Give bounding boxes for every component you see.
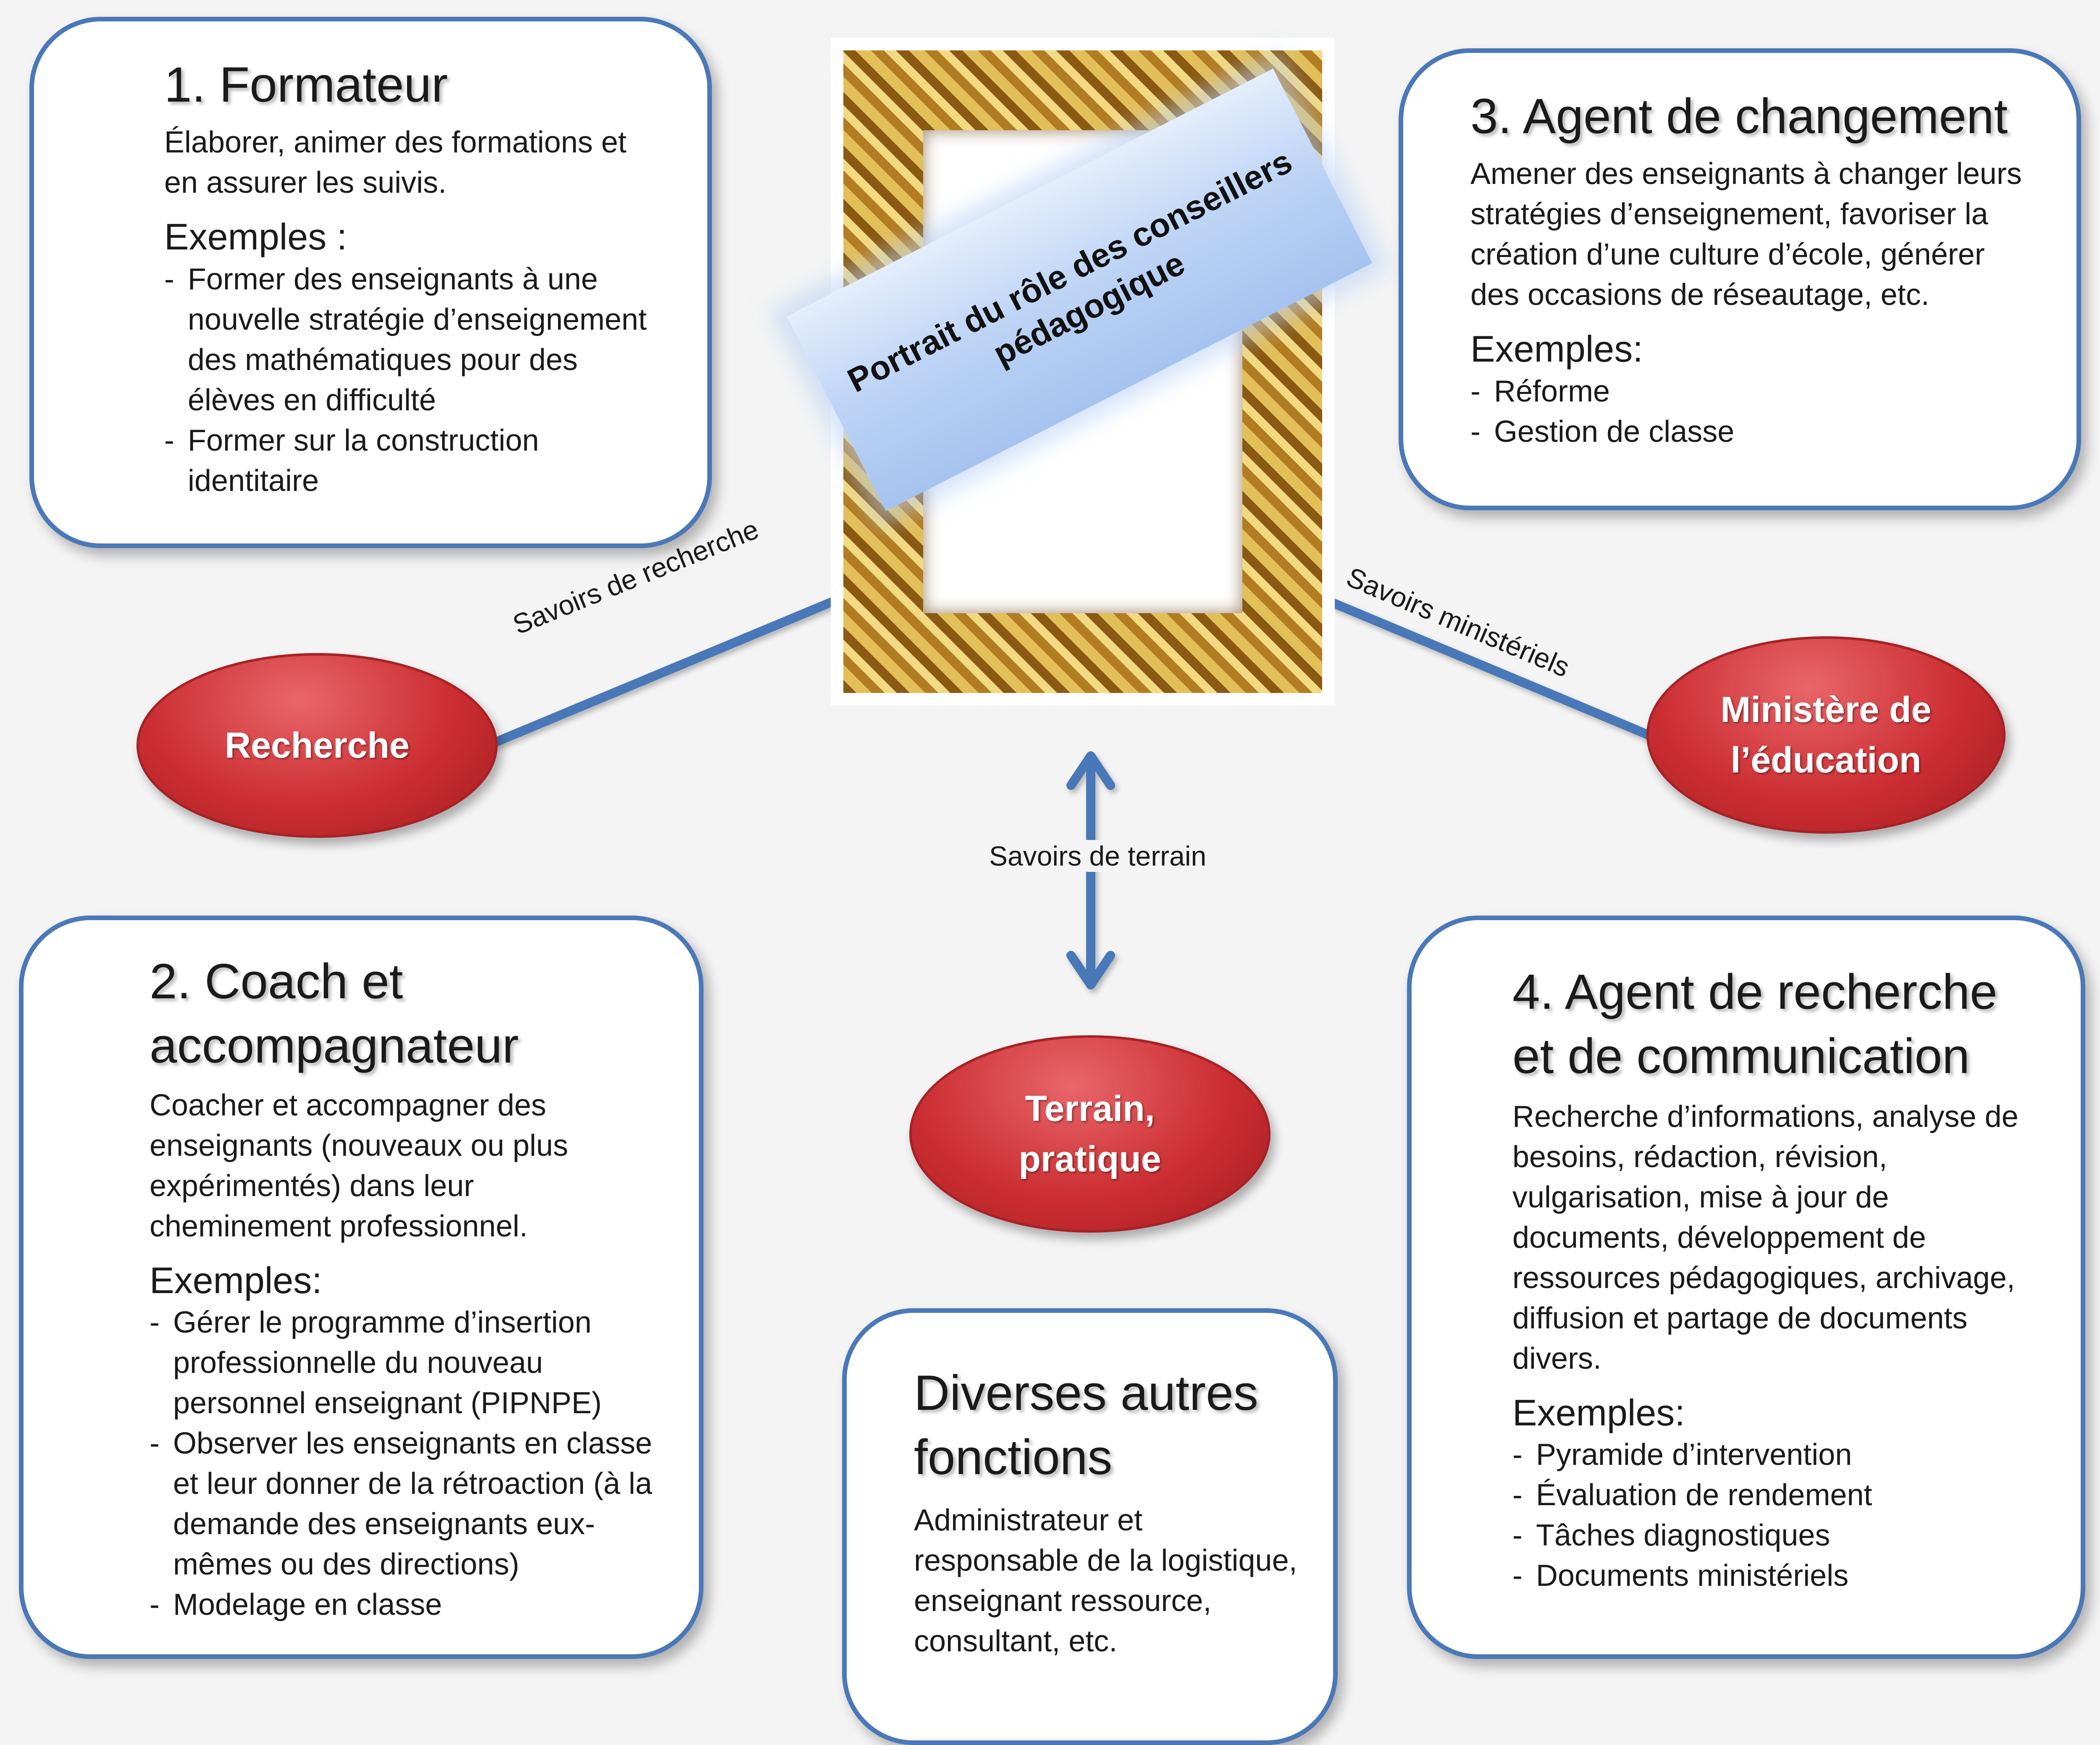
- box-agent-changement: 3. Agent de changement Amener des enseig…: [1399, 48, 2081, 510]
- coach-description: Coacher et accompagner des enseignants (…: [150, 1088, 568, 1243]
- oval-terrain: Terrain, pratique: [909, 1035, 1270, 1233]
- agent-changement-examples-list: Réforme Gestion de classe: [1470, 371, 2030, 452]
- coach-title: 2. Coach et accompagnateur: [150, 954, 519, 1074]
- list-item: Observer les enseignants en classe et le…: [150, 1423, 653, 1585]
- oval-recherche-label: Recherche: [225, 725, 410, 766]
- agent-recherche-examples-heading: Exemples:: [1512, 1391, 1685, 1433]
- formateur-description: Élaborer, animer des formations et en as…: [164, 126, 627, 200]
- oval-ministere-label: Ministère de l’éducation: [1720, 690, 1932, 780]
- autres-title: Diverses autres fonctions: [914, 1365, 1258, 1485]
- list-item: Former sur la construction identitaire: [164, 420, 657, 501]
- list-item: Tâches diagnostiques: [1512, 1515, 2043, 1556]
- formateur-title: 1. Formateur: [164, 57, 448, 113]
- label-savoirs-terrain: Savoirs de terrain: [985, 840, 1211, 872]
- agent-changement-examples-heading: Exemples:: [1470, 328, 1643, 370]
- autres-description: Administrateur et responsable de la logi…: [914, 1503, 1297, 1658]
- box-coach: 2. Coach et accompagnateur Coacher et ac…: [19, 916, 704, 1659]
- list-item: Gestion de classe: [1470, 412, 2030, 452]
- list-item: Gérer le programme d’insertion professio…: [150, 1302, 653, 1423]
- list-item: Documents ministériels: [1512, 1556, 2043, 1596]
- oval-recherche: Recherche: [136, 653, 498, 838]
- list-item: Pyramide d’intervention: [1512, 1435, 2043, 1475]
- agent-changement-title: 3. Agent de changement: [1470, 89, 2008, 144]
- list-item: Modelage en classe: [150, 1585, 653, 1625]
- oval-terrain-label: Terrain, pratique: [1018, 1089, 1161, 1179]
- list-item: Former des enseignants à une nouvelle st…: [164, 259, 657, 420]
- formateur-examples-heading: Exemples :: [164, 216, 347, 258]
- coach-examples-list: Gérer le programme d’insertion professio…: [150, 1302, 653, 1625]
- box-autres-fonctions: Diverses autres fonctions Administrateur…: [842, 1308, 1338, 1745]
- list-item: Évaluation de rendement: [1512, 1475, 2043, 1515]
- agent-recherche-description: Recherche d’informations, analyse de bes…: [1512, 1099, 2019, 1375]
- formateur-examples-list: Former des enseignants à une nouvelle st…: [164, 259, 657, 501]
- agent-changement-description: Amener des enseignants à changer leurs s…: [1470, 157, 2022, 312]
- box-agent-recherche: 4. Agent de recherche et de communicatio…: [1407, 916, 2085, 1659]
- coach-examples-heading: Exemples:: [150, 1259, 322, 1301]
- agent-recherche-title: 4. Agent de recherche et de communicatio…: [1512, 964, 1998, 1084]
- oval-ministere: Ministère de l’éducation: [1646, 636, 2006, 834]
- list-item: Réforme: [1470, 371, 2030, 412]
- agent-recherche-examples-list: Pyramide d’intervention Évaluation de re…: [1512, 1435, 2043, 1596]
- box-formateur: 1. Formateur Élaborer, animer des format…: [29, 17, 712, 548]
